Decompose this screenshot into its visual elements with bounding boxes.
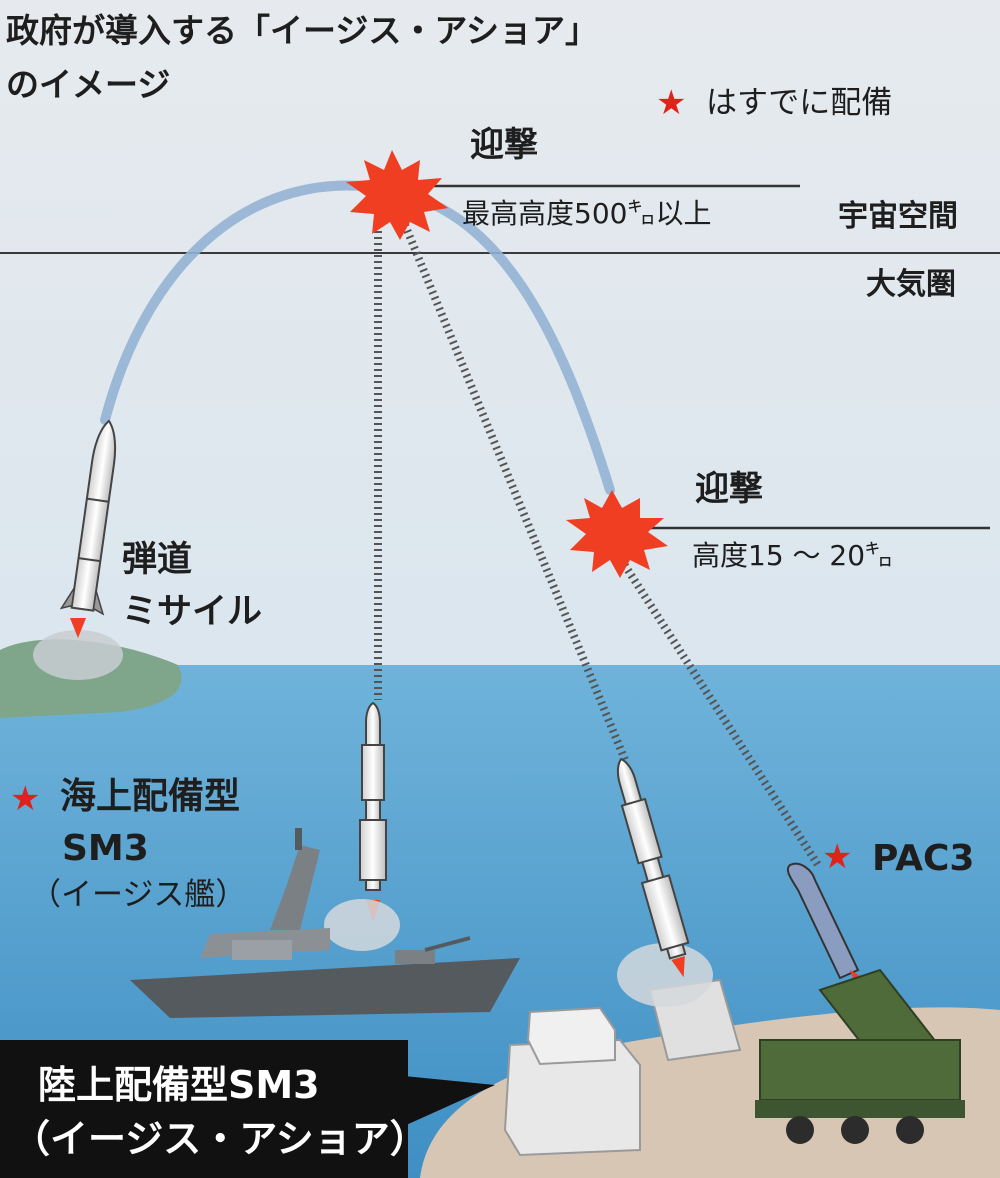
layer-space-label: 宇宙空間 [838, 199, 958, 234]
ballistic-missile-label-line2: ミサイル [122, 592, 263, 632]
pac3-label: PAC3 [872, 838, 975, 879]
diagram-title-line1: 政府が導入する「イージス・アショア」 [6, 11, 599, 50]
aegis-ashore-launch-smoke [617, 943, 713, 1007]
land-based-label-line2: （イージス・アショア） [12, 1117, 428, 1161]
ballistic-launch-smoke [33, 630, 123, 680]
ballistic-missile-label-line1: 弾道 [122, 540, 193, 580]
interceptor-path-land [401, 223, 629, 762]
intercept-lower-detail: 高度15 ～ 20㌔ [692, 539, 894, 572]
sky [0, 0, 1000, 665]
sea-based-label-line3: （イージス艦） [30, 877, 247, 913]
legend-text: はすでに配備 [706, 85, 893, 121]
interceptor-path-pac3 [611, 547, 822, 868]
aegis-ashore-buildings [503, 978, 742, 1157]
sea-based-label-line1: 海上配備型 [60, 776, 241, 817]
ballistic-launch-flame [70, 618, 86, 638]
land-based-label-line1: 陸上配備型SM3 [38, 1063, 320, 1107]
aegis-destroyer-ship [130, 828, 520, 1018]
diagram-title-line2: のイメージ [6, 65, 171, 104]
sm3-sea-launch-smoke [324, 899, 400, 951]
sm3-land-missile [616, 757, 690, 978]
intercept-upper-label: 迎撃 [470, 125, 538, 165]
intercept-lower-label: 迎撃 [695, 469, 763, 509]
intercept-burst-lower [566, 490, 668, 578]
sm3-sea-missile [359, 701, 387, 922]
legend-star-icon: ★ [656, 83, 687, 123]
intercept-upper-detail: 最高高度500㌔以上 [462, 197, 712, 230]
pac3-star-icon: ★ [822, 837, 853, 877]
sea-based-label-line2: SM3 [62, 828, 149, 869]
sea-based-star-icon: ★ [10, 779, 41, 819]
land-callout-pointer [404, 1076, 495, 1126]
pac3-launcher [755, 862, 965, 1144]
land-based-callout-box: 陸上配備型SM3 （イージス・アショア） [0, 1040, 428, 1178]
intercept-burst-upper [346, 150, 448, 240]
ballistic-missile [59, 419, 117, 616]
layer-atmosphere-label: 大気圏 [866, 267, 956, 302]
